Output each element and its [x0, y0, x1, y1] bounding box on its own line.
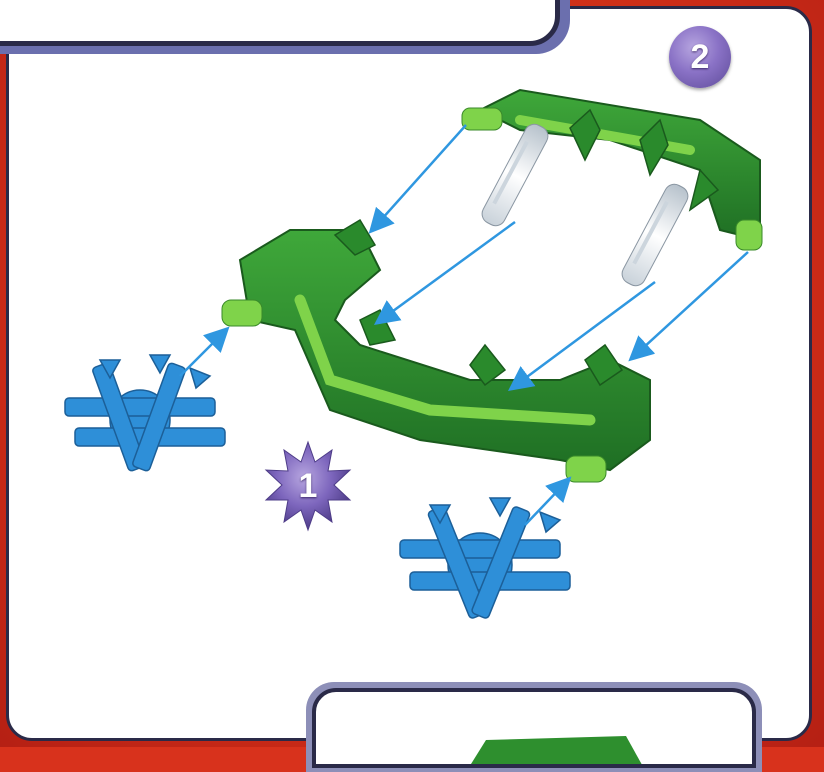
- lower-green-frame: [222, 220, 650, 482]
- assembly-arrows: [180, 125, 748, 525]
- assembly-illustration: [0, 0, 824, 747]
- blue-connector-hub-left: [65, 355, 225, 472]
- blue-connector-hub-right: [400, 498, 570, 619]
